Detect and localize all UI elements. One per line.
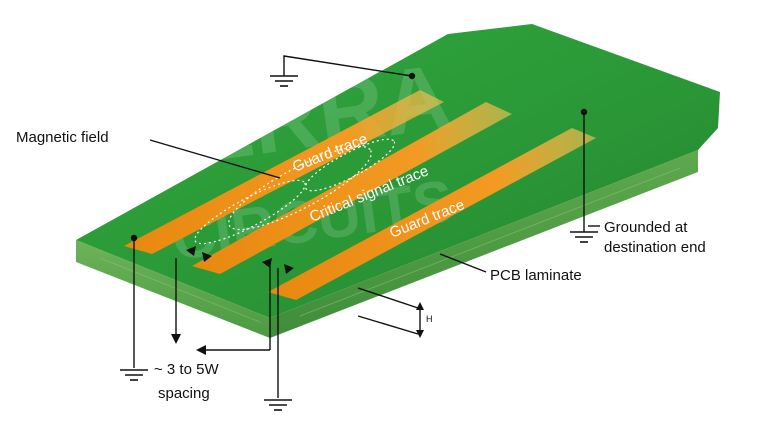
arrow-heads xyxy=(171,246,424,355)
pcb-laminate-label: PCB laminate xyxy=(490,267,582,284)
spacing-label-line2: spacing xyxy=(158,385,210,402)
spacing-label-line1: ~ 3 to 5W xyxy=(154,361,219,378)
grounded-label-line2: destination end xyxy=(604,239,706,256)
ground-icon xyxy=(570,231,598,243)
annotation-lines xyxy=(130,55,600,398)
traces xyxy=(124,90,596,300)
grounded-label-line1: Grounded at xyxy=(604,219,688,236)
critical-signal-trace xyxy=(192,102,512,274)
height-marker-label: H xyxy=(426,314,433,324)
guard-trace-bottom xyxy=(268,128,596,300)
guard-trace-top xyxy=(124,90,444,254)
ground-icon xyxy=(264,399,292,411)
ground-icon xyxy=(120,369,148,381)
ground-icon xyxy=(270,75,298,87)
board-front-edge xyxy=(76,240,270,338)
magnetic-field-label: Magnetic field xyxy=(16,129,109,146)
